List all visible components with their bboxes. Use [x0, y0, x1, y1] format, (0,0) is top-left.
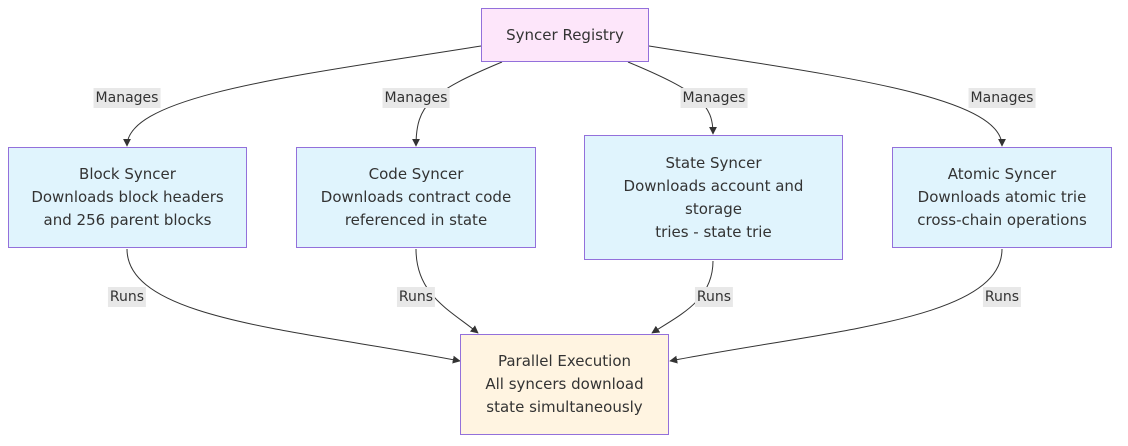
node-syncer-registry: Syncer Registry	[481, 8, 649, 62]
node-state-syncer-title: State Syncer	[665, 153, 762, 172]
node-state-syncer-line-2: Downloads account and	[623, 176, 804, 195]
node-parallel-execution-line-3: state simultaneously	[486, 398, 643, 416]
node-parallel-execution-line-2: All syncers download	[485, 375, 644, 393]
edge-label-manages-block: Manages	[93, 88, 161, 108]
edge-label-manages-code: Manages	[382, 88, 450, 108]
edge-state-exec	[651, 260, 714, 334]
node-block-syncer: Block Syncer Downloads block headers and…	[8, 147, 247, 248]
edge-registry-block	[123, 45, 482, 147]
node-atomic-syncer-line-2: Downloads atomic trie	[917, 188, 1087, 206]
edge-label-manages-atomic: Manages	[968, 88, 1036, 108]
node-parallel-execution: Parallel Execution All syncers download …	[460, 334, 669, 435]
edge-label-manages-state: Manages	[680, 88, 748, 108]
node-parallel-execution-title: Parallel Execution	[497, 352, 632, 370]
edge-label-runs-code: Runs	[396, 287, 436, 307]
edge-label-runs-block: Runs	[107, 287, 147, 307]
node-atomic-syncer-title: Atomic Syncer	[947, 165, 1057, 183]
node-code-syncer: Code Syncer Downloads contract code refe…	[296, 147, 536, 248]
edge-atomic-exec	[669, 248, 1003, 364]
edge-registry-atomic	[648, 45, 1006, 147]
edge-label-runs-atomic: Runs	[982, 287, 1022, 307]
node-atomic-syncer: Atomic Syncer Downloads atomic trie cros…	[892, 147, 1112, 248]
node-block-syncer-line-3: and 256 parent blocks	[43, 211, 212, 229]
node-state-syncer-line-4: tries - state trie	[655, 222, 772, 241]
node-code-syncer-title: Code Syncer	[368, 165, 464, 183]
edge-label-runs-state: Runs	[694, 287, 734, 307]
node-code-syncer-line-3: referenced in state	[344, 211, 488, 229]
node-state-syncer-line-3: storage	[685, 199, 742, 218]
node-block-syncer-title: Block Syncer	[79, 165, 176, 183]
node-syncer-registry-line-1: Syncer Registry	[506, 25, 624, 44]
edge-code-exec	[415, 248, 479, 334]
node-state-syncer: State Syncer Downloads account and stora…	[584, 135, 843, 260]
node-code-syncer-line-2: Downloads contract code	[320, 188, 512, 206]
node-atomic-syncer-line-3: cross-chain operations	[917, 211, 1087, 229]
edge-block-exec	[126, 248, 461, 364]
node-block-syncer-line-2: Downloads block headers	[31, 188, 224, 206]
